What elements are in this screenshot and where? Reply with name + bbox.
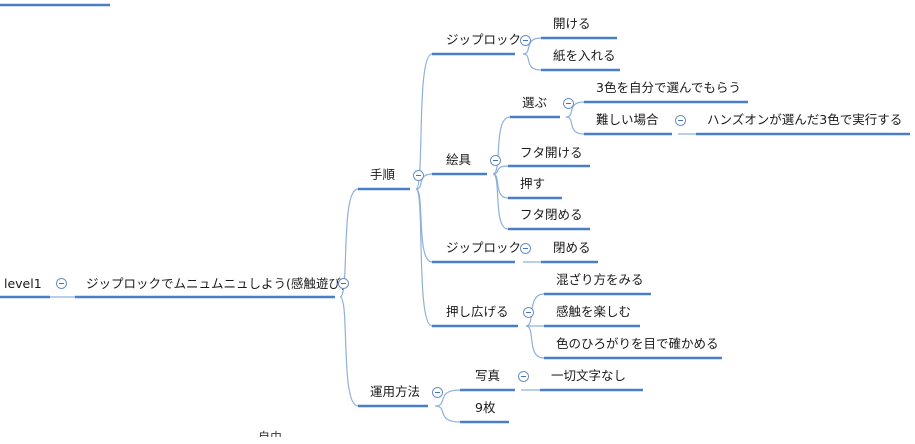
collapse-toggle-root[interactable] (338, 278, 349, 289)
collapse-toggle-ziplock-b[interactable] (520, 243, 531, 254)
node-color-spread[interactable]: 色のひろがりを目で確かめる (556, 336, 719, 351)
collapse-toggle-procedure[interactable] (413, 170, 424, 181)
collapse-toggle-operation[interactable] (432, 387, 443, 398)
connector-root-procedure (339, 188, 359, 298)
node-choose[interactable]: 選ぶ (522, 95, 548, 110)
connector-procedure-ziplock-b (415, 188, 433, 263)
connector-operation-photo (434, 389, 461, 407)
node-ziplock-b[interactable]: ジップロック (446, 240, 522, 255)
node-handson[interactable]: ハンズオンが選んだ3色で実行する (707, 112, 903, 127)
node-procedure[interactable]: 手順 (370, 167, 396, 182)
collapse-toggle-photo[interactable] (518, 371, 529, 382)
node-underlines (0, 3, 910, 424)
collapse-toggle-level1[interactable] (56, 278, 67, 289)
collapse-toggle-choose[interactable] (563, 98, 574, 109)
node-lid-open[interactable]: フタ開ける (520, 145, 583, 160)
node-root[interactable]: ジップロックでムニュムニュしよう(感触遊び) (86, 276, 346, 291)
connector-ziplock-a-insert (522, 53, 542, 71)
node-no-text[interactable]: 一切文字なし (551, 368, 627, 383)
node-open[interactable]: 開ける (553, 16, 591, 31)
node-spread[interactable]: 押し広げる (446, 304, 509, 319)
node-ziplock-a[interactable]: ジップロック (446, 32, 522, 47)
node-three-colors[interactable]: 3色を自分で選んでもらう (596, 80, 741, 95)
node-lid-close[interactable]: フタ閉める (520, 207, 583, 222)
connector-paint-choose (492, 116, 511, 175)
connector-procedure-paint (415, 173, 433, 190)
node-paint[interactable]: 絵具 (446, 152, 472, 167)
node-operation[interactable]: 運用方法 (370, 384, 421, 399)
node-level1[interactable]: level1 (4, 276, 42, 291)
collapse-toggle-hard-case[interactable] (675, 115, 686, 126)
connector-procedure-ziplock-a (415, 53, 433, 190)
node-mix[interactable]: 混ざり方をみる (556, 272, 644, 287)
node-offscreen-bottom: 自由 (258, 430, 283, 444)
connector-root-operation (339, 296, 359, 407)
connector-paint-lid-close (492, 173, 509, 230)
node-photo[interactable]: 写真 (475, 368, 501, 383)
connector-spread-color (525, 325, 545, 359)
connector-ziplock-a-open (522, 37, 542, 55)
collapse-toggle-spread[interactable] (523, 307, 534, 318)
node-nine-sheets[interactable]: 9枚 (475, 400, 496, 415)
collapse-toggle-ziplock-a[interactable] (520, 35, 531, 46)
node-insert-paper[interactable]: 紙を入れる (553, 48, 616, 63)
connector-choose-three (565, 101, 585, 118)
node-feel[interactable]: 感触を楽しむ (556, 304, 632, 319)
node-close[interactable]: 閉める (553, 240, 591, 255)
node-press[interactable]: 押す (520, 176, 546, 191)
collapse-toggle-paint[interactable] (490, 155, 501, 166)
connector-operation-nine (434, 405, 461, 423)
connector-procedure-spread (415, 188, 433, 327)
connector-choose-hard (565, 116, 585, 135)
node-hard-case[interactable]: 難しい場合 (596, 112, 659, 127)
